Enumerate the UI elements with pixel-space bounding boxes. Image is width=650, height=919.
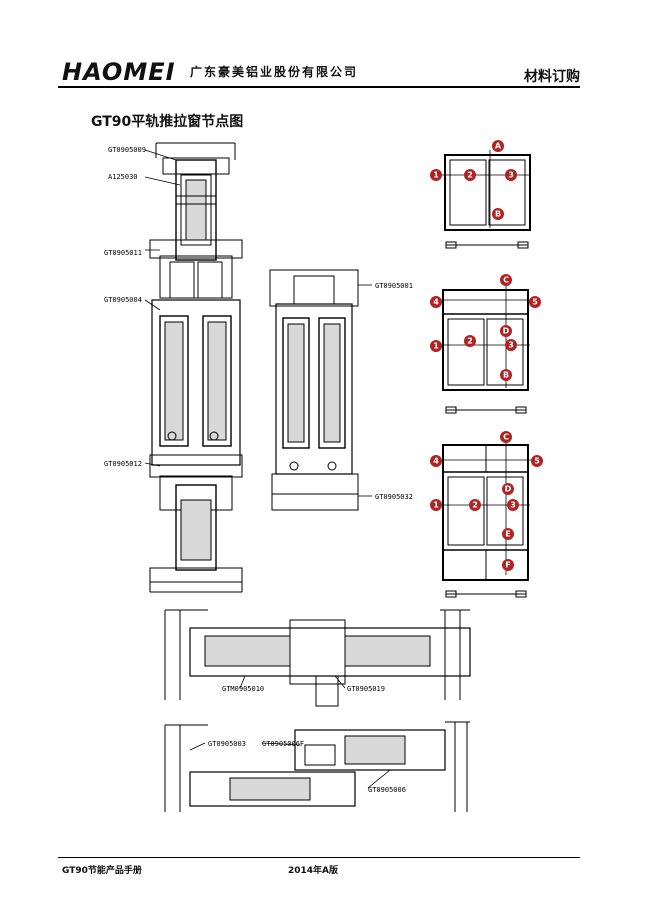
svg-text:1: 1 — [433, 171, 439, 180]
profile-label: GT0905012 — [104, 460, 142, 468]
profile-label: GT0905006F — [262, 740, 304, 748]
callout-marker: C — [500, 274, 512, 286]
svg-text:1: 1 — [433, 342, 439, 351]
leader-lines — [144, 149, 535, 789]
header-divider — [58, 86, 580, 88]
callout-marker: 2 — [464, 169, 476, 181]
svg-text:4: 4 — [433, 457, 439, 466]
svg-text:B: B — [495, 210, 501, 219]
callout-marker: D — [502, 483, 514, 495]
window-elevation-1 — [444, 154, 531, 249]
profile-label: GT0905011 — [104, 249, 142, 257]
haomei-logo: HAOMEI — [62, 58, 176, 86]
horizontal-section-2 — [164, 721, 470, 812]
svg-text:1: 1 — [433, 501, 439, 510]
profile-label: A125030 — [108, 173, 138, 181]
svg-text:A: A — [495, 142, 502, 151]
callout-marker: 4 — [430, 455, 442, 467]
callout-marker: 2 — [464, 335, 476, 347]
svg-text:3: 3 — [508, 171, 514, 180]
callout-marker: A — [492, 140, 504, 152]
svg-text:D: D — [503, 327, 510, 336]
svg-text:4: 4 — [433, 298, 439, 307]
svg-text:F: F — [505, 561, 510, 570]
svg-text:2: 2 — [472, 501, 478, 510]
callout-marker: C — [500, 431, 512, 443]
vertical-section-left — [149, 142, 243, 593]
callout-marker: E — [502, 528, 514, 540]
profile-label: GT0905009 — [108, 146, 146, 154]
callout-marker: 1 — [430, 169, 442, 181]
callout-marker: 3 — [505, 169, 517, 181]
callout-marker: 2 — [469, 499, 481, 511]
svg-text:C: C — [503, 433, 509, 442]
svg-text:3: 3 — [510, 501, 516, 510]
profile-label: GT0905019 — [347, 685, 385, 693]
callout-marker: 3 — [505, 339, 517, 351]
profile-label: GT0905003 — [208, 740, 246, 748]
svg-text:2: 2 — [467, 337, 473, 346]
company-name: 广东豪美铝业股份有限公司 — [190, 65, 359, 79]
vertical-section-middle — [269, 269, 359, 511]
footer-edition: 2014年A版 — [288, 866, 339, 876]
profile-label: GT0905004 — [104, 296, 142, 304]
callout-marker: 4 — [430, 296, 442, 308]
callout-marker: B — [492, 208, 504, 220]
callout-marker: 1 — [430, 340, 442, 352]
callout-marker: 1 — [430, 499, 442, 511]
profile-label: GT0905032 — [375, 493, 413, 501]
section-title: 材料订购 — [524, 69, 580, 85]
callout-marker: 5 — [529, 296, 541, 308]
svg-text:2: 2 — [467, 171, 473, 180]
callout-marker: B — [500, 369, 512, 381]
window-elevation-2 — [442, 289, 529, 414]
svg-text:3: 3 — [508, 341, 514, 350]
window-elevation-3 — [442, 444, 529, 598]
horizontal-section-1 — [164, 609, 471, 707]
svg-text:B: B — [503, 371, 509, 380]
page-title: GT90平轨推拉窗节点图 — [91, 114, 244, 130]
profile-label: GTM0905010 — [222, 685, 264, 693]
svg-text:5: 5 — [532, 298, 538, 307]
callout-marker: D — [500, 325, 512, 337]
profile-label: GT0905006 — [368, 786, 406, 794]
footer-divider — [58, 857, 580, 858]
svg-text:D: D — [505, 485, 512, 494]
svg-text:C: C — [503, 276, 509, 285]
profile-label: GT0905001 — [375, 282, 413, 290]
svg-text:5: 5 — [534, 457, 540, 466]
callout-marker: 3 — [507, 499, 519, 511]
callout-marker: F — [502, 559, 514, 571]
footer-manual-name: GT90节能产品手册 — [62, 866, 142, 876]
callout-marker: 5 — [531, 455, 543, 467]
svg-text:E: E — [505, 530, 510, 539]
